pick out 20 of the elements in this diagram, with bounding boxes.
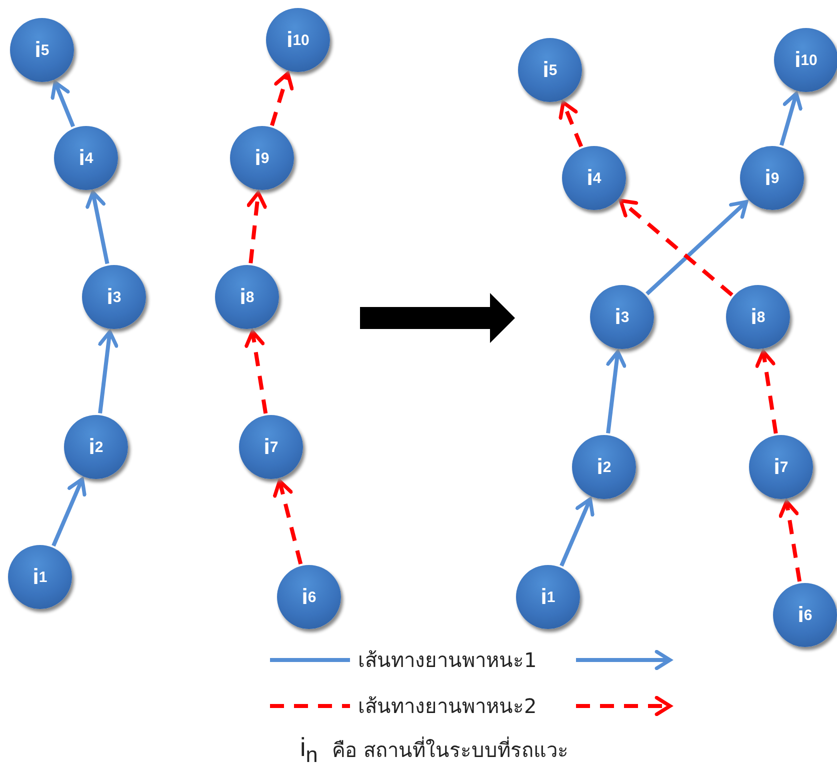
legend-label: เส้นทางยานพาหนะ2: [358, 693, 537, 720]
route-arrow: [646, 200, 748, 296]
route-arrow: [272, 479, 303, 565]
symbol-label: i$_{n}$: [300, 732, 318, 765]
route-arrow: [244, 330, 268, 414]
route-arrow: [52, 477, 86, 547]
note-text: คือ สถานที่ในระบบที่รถแวะ: [332, 736, 568, 764]
route-arrow: [618, 198, 734, 297]
route-arrow: [755, 350, 778, 434]
route-arrow: [86, 190, 110, 264]
route-arrow: [778, 500, 802, 582]
route-arrow: [50, 80, 76, 128]
route-arrow: [780, 92, 802, 146]
route-arrow: [560, 497, 594, 567]
legend-label: เส้นทางยานพาหนะ1: [358, 647, 537, 674]
route-arrow: [98, 330, 118, 414]
route-arrow: [246, 190, 267, 264]
route-arrow: [270, 72, 294, 126]
route-arrow: [606, 350, 626, 434]
route-arrow: [558, 100, 584, 148]
